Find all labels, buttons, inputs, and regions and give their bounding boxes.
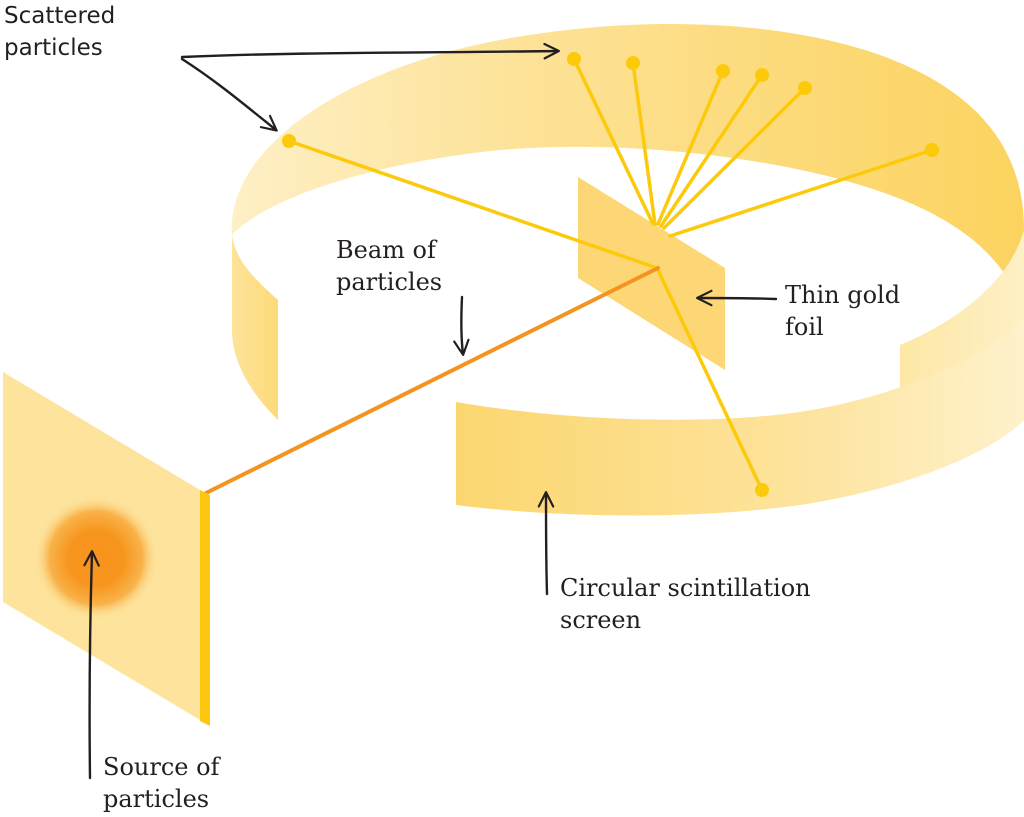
thin-gold-foil (578, 177, 725, 370)
particle-dot (755, 483, 769, 497)
label-arrows (83, 42, 778, 780)
ray-2 (572, 57, 655, 226)
source-glow (34, 496, 158, 620)
ray-6 (662, 86, 807, 230)
label-scattered-particles: Scattered particles (4, 0, 115, 64)
ray-1 (287, 139, 659, 270)
label-foil-line1: Thin gold (785, 281, 901, 309)
particle-dot (925, 143, 939, 157)
label-source-line1: Source of (103, 753, 220, 781)
label-screen-line1: Circular scintillation (560, 574, 811, 602)
arrow-foil (696, 289, 778, 307)
source-plate-edge (200, 490, 210, 726)
label-beam-line2: particles (336, 268, 443, 296)
label-circular-scintillation-screen: Circular scintillation screen (560, 572, 811, 636)
scattered-rays (287, 57, 934, 492)
particle-dot (755, 68, 769, 82)
scintillation-screen-back (231, 23, 1024, 318)
arrow-beam (453, 295, 470, 356)
ray-8 (655, 266, 764, 492)
ray-7 (668, 148, 934, 238)
label-beam-line1: Beam of (336, 236, 436, 264)
scintillation-screen-left-tail (232, 235, 278, 420)
ray-3 (631, 61, 657, 226)
particle-dot (282, 134, 296, 148)
label-source-of-particles: Source of particles (103, 751, 219, 815)
arrow-screen (537, 491, 555, 596)
ray-4 (656, 69, 725, 226)
label-source-line2: particles (103, 785, 210, 813)
particle-dots (282, 52, 939, 497)
label-scattered-particles-line1: Scattered (4, 3, 116, 29)
label-thin-gold-foil: Thin gold foil (785, 279, 900, 343)
arrow-scattered-to-left (180, 57, 278, 132)
label-screen-line2: screen (560, 606, 642, 634)
particle-dot (626, 56, 640, 70)
label-foil-line2: foil (785, 313, 824, 341)
ray-5 (659, 73, 764, 228)
particle-dot (798, 81, 812, 95)
arrow-scattered-to-top (180, 42, 560, 60)
particle-dot (567, 52, 581, 66)
label-scattered-particles-line2: particles (4, 35, 103, 61)
label-beam-of-particles: Beam of particles (336, 234, 442, 298)
particle-dot (716, 64, 730, 78)
arrow-source (83, 550, 100, 780)
particle-beam (204, 266, 660, 495)
scintillation-screen-front (456, 318, 1024, 516)
